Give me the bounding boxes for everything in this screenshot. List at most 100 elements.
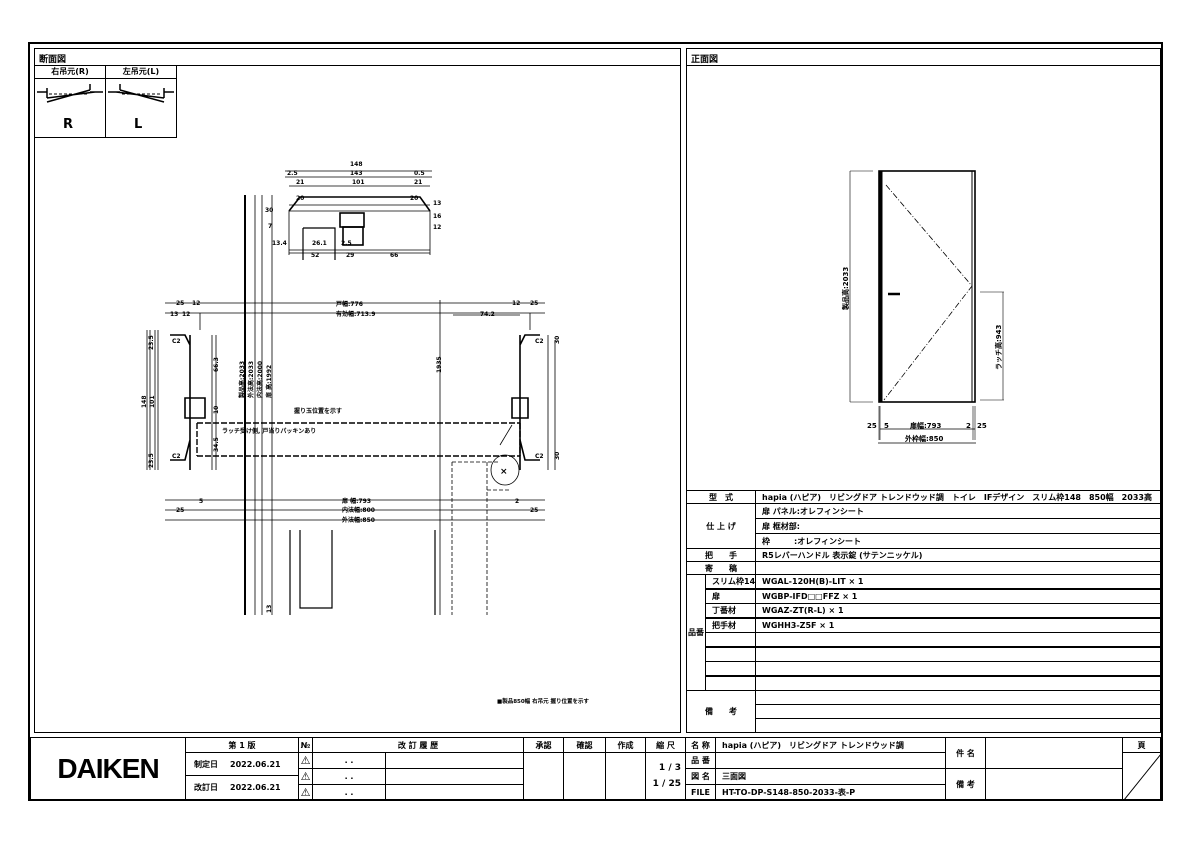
- dim-label: 2: [515, 498, 519, 505]
- revision-triangle-icon: ⚠: [298, 752, 313, 769]
- company-logo: DAIKEN: [30, 737, 186, 800]
- dim-label: 10: [213, 406, 220, 414]
- dim-label: 5: [199, 498, 203, 505]
- part-name: スリム枠148: [705, 574, 756, 589]
- remarks-row: [755, 718, 1161, 733]
- dim-label: 66.3: [213, 357, 220, 372]
- remarks-row: [755, 690, 1161, 705]
- dim-label: 25: [977, 422, 987, 430]
- part-label: 品 番: [685, 752, 716, 769]
- dim-label: 101: [352, 179, 365, 186]
- dim-label: 12: [182, 311, 190, 318]
- legend-label: 右吊元(R): [35, 66, 105, 79]
- dim-label: 13: [266, 605, 273, 613]
- dim-label: 148: [350, 161, 363, 168]
- finish-row: 扉 框材部:: [755, 518, 1161, 534]
- handle-value: R5レバーハンドル 表示錠 (サテンニッケル): [755, 548, 1161, 562]
- finish-label: 仕 上 げ: [686, 503, 756, 549]
- part-name: 扉: [705, 588, 756, 604]
- handle-note: 握り玉位置を示す: [294, 407, 342, 415]
- sheet-frame: [28, 42, 1163, 801]
- dim-label: 2.5: [341, 240, 352, 247]
- dim-label: 扉 幅:793: [341, 497, 371, 505]
- dim-label: 有効幅:713.9: [336, 310, 375, 318]
- dim-label: 2.5: [287, 170, 298, 177]
- page-slash-icon: [1124, 754, 1160, 799]
- dim-label: 25: [176, 507, 184, 514]
- front-view-title: 正面図: [691, 55, 719, 65]
- dim-label: 148: [141, 395, 148, 408]
- handle-label: 把 手: [686, 548, 756, 562]
- history-note: [385, 752, 524, 769]
- dim-label: C2: [535, 338, 544, 345]
- front-height-dim: 製品高:2033: [841, 267, 850, 311]
- legend-left-hinge: 左吊元(L) L: [105, 65, 177, 138]
- dim-label: 外法幅:850: [341, 516, 375, 524]
- file-value: HT-TO-DP-S148-850-2033-表-P: [715, 784, 946, 800]
- scale-1: 1 / 3: [658, 763, 681, 773]
- dim-label: C2: [172, 338, 181, 345]
- dim-label: 26.1: [312, 240, 327, 247]
- dim-label: 25: [530, 300, 538, 307]
- history-date: . .: [312, 768, 386, 785]
- dim-label: 143: [350, 170, 363, 177]
- glass-value: [755, 561, 1161, 575]
- remarks-label: 備 考: [945, 768, 986, 800]
- dim-label: C2: [172, 453, 181, 460]
- remarks-label: 備 考: [686, 690, 756, 733]
- revision-triangle-icon: ⚠: [298, 784, 313, 800]
- finish-row: 枠 :オレフィンシート: [755, 533, 1161, 549]
- dim-label: 21: [414, 179, 422, 186]
- drawing-label: 図 名: [685, 768, 716, 785]
- legend-symbol: R: [63, 117, 74, 132]
- part-code: WGBP-IFD□□FFZ × 1: [755, 588, 1161, 604]
- drawing-value: 三面図: [715, 768, 946, 785]
- glass-label: 寄 稿: [686, 561, 756, 575]
- remarks-value: [985, 768, 1123, 800]
- project-value: [985, 737, 1123, 769]
- dim-label: 34.5: [213, 437, 220, 452]
- part-name: [705, 661, 756, 676]
- scale-box: 1 / 3 1 / 25: [645, 752, 686, 800]
- latch-height-dim: ラッチ高:943: [994, 324, 1003, 370]
- remarks-row: [755, 704, 1161, 719]
- dim-label: 0.5: [414, 170, 425, 177]
- parts-label: 品番: [686, 574, 706, 691]
- part-name: [705, 646, 756, 662]
- dim-label: 外法高:2033: [247, 361, 255, 399]
- dim-label: 2: [966, 422, 971, 430]
- approve-label: 承認: [523, 737, 564, 753]
- name-value: hapia (ハピア) リビングドア トレンドウッド調: [715, 737, 946, 753]
- dim-label: 内法幅:800: [342, 506, 375, 514]
- part-code: WGAZ-ZT(R-L) × 1: [755, 603, 1161, 618]
- dim-label: 23.5: [148, 335, 155, 350]
- part-value: [715, 752, 946, 769]
- part-name: [705, 675, 756, 691]
- dim-label: 52: [311, 252, 319, 259]
- page-label: 頁: [1122, 737, 1161, 753]
- door-width-dim: 扉幅:793: [909, 421, 942, 430]
- established-date: 2022.06.21: [230, 759, 281, 769]
- dim-label: 7: [268, 223, 272, 230]
- part-code: WGHH3-Z5F × 1: [755, 617, 1161, 633]
- dim-label: 12: [192, 300, 200, 307]
- dim-label: 66: [390, 252, 398, 259]
- history-label: 改 訂 履 歴: [312, 737, 524, 753]
- handle-mark-icon: ×: [500, 467, 508, 477]
- dim-label: 30: [554, 452, 561, 460]
- approve-box: [523, 752, 564, 800]
- dim-label: 21: [296, 179, 304, 186]
- part-name: 丁番材: [705, 603, 756, 618]
- dim-label: 20: [296, 195, 304, 202]
- legend-symbol: L: [134, 117, 143, 132]
- dim-label: 25: [530, 507, 538, 514]
- part-name: 把手材: [705, 617, 756, 633]
- dim-label: 23.5: [148, 453, 155, 468]
- scale-2: 1 / 25: [652, 779, 681, 789]
- type-label: 型 式: [686, 490, 756, 504]
- outer-width-dim: 外枠幅:850: [905, 434, 944, 443]
- hinge-swing-icon: [37, 84, 103, 103]
- dim-label: 12: [512, 300, 520, 307]
